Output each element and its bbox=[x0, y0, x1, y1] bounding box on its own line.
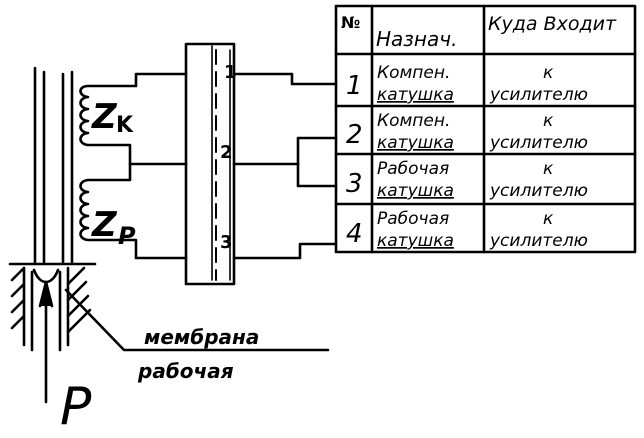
row-dest-line2: усилителю bbox=[489, 231, 588, 251]
terminal-number-1: 1 bbox=[224, 62, 237, 83]
table-row: 1 Компен. катушка к усилителю bbox=[346, 63, 588, 105]
table-header-destination: Куда Входит bbox=[488, 13, 617, 35]
row-purpose-line2: катушка bbox=[377, 85, 454, 105]
table-row: 3 Рабочая катушка к усилителю bbox=[346, 159, 588, 201]
row-purpose-line2: катушка bbox=[377, 231, 454, 251]
row-dest-line1: к bbox=[543, 111, 554, 131]
row-purpose-line1: Рабочая bbox=[377, 209, 449, 229]
coil-label-zp-subscript: P bbox=[118, 222, 136, 250]
table-header-purpose: Назнач. bbox=[376, 27, 457, 51]
row-number: 4 bbox=[346, 219, 363, 249]
working-coil bbox=[79, 162, 188, 260]
output-wires bbox=[232, 72, 338, 260]
pressure-arrow bbox=[38, 280, 54, 404]
membrane-housing bbox=[8, 262, 97, 352]
row-purpose-line1: Компен. bbox=[377, 111, 450, 131]
membrane-leader bbox=[64, 288, 330, 352]
table-header-number: № bbox=[341, 13, 360, 32]
terminal-number-3: 3 bbox=[220, 232, 233, 253]
row-dest-line2: усилителю bbox=[489, 85, 588, 105]
row-number: 3 bbox=[346, 169, 363, 199]
row-purpose-line2: катушка bbox=[377, 181, 454, 201]
row-number: 1 bbox=[346, 71, 363, 101]
compensation-coil bbox=[79, 72, 188, 166]
coil-label-zk-subscript: K bbox=[116, 113, 134, 138]
table-row: 4 Рабочая катушка к усилителю bbox=[346, 209, 588, 251]
row-purpose-line1: Рабочая bbox=[377, 159, 449, 179]
sensor-core bbox=[33, 66, 74, 264]
membrane-label-line1: мембрана bbox=[144, 325, 259, 349]
coil-label-zp-symbol: Z bbox=[91, 205, 118, 245]
row-dest-line1: к bbox=[543, 63, 554, 83]
row-dest-line1: к bbox=[543, 159, 554, 179]
row-number: 2 bbox=[346, 120, 363, 150]
row-purpose-line2: катушка bbox=[377, 133, 454, 153]
coil-label-zk-symbol: Z bbox=[91, 97, 118, 137]
table-row: 2 Компен. катушка к усилителю bbox=[346, 111, 588, 153]
assignment-table-grid bbox=[334, 4, 637, 254]
table-header-destination-text: Куда Входит bbox=[488, 13, 617, 35]
terminal-number-2: 2 bbox=[220, 142, 233, 163]
membrane-label-line2: рабочая bbox=[137, 359, 234, 383]
row-purpose-line1: Компен. bbox=[377, 63, 450, 83]
row-dest-line2: усилителю bbox=[489, 181, 588, 201]
row-dest-line2: усилителю bbox=[489, 133, 588, 153]
pressure-label: P bbox=[60, 377, 92, 434]
row-dest-line1: к bbox=[543, 209, 554, 229]
